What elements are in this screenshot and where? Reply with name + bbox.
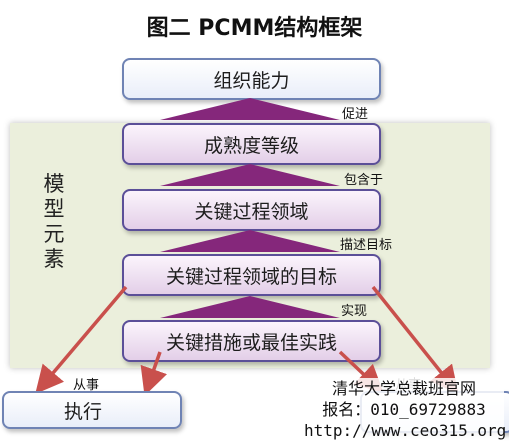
box-key-process-area: 关键过程领域 xyxy=(122,189,381,231)
relation-implement: 实现 xyxy=(341,304,368,319)
diagram-title: 图二 PCMM结构框架 xyxy=(146,16,363,41)
box-key-practices: 关键措施或最佳实践 xyxy=(122,320,381,362)
watermark-line: 报名：010_69729883 xyxy=(304,399,504,420)
box-kpa-goals: 关键过程领域的目标 xyxy=(122,254,381,296)
arrow-goals-to-right xyxy=(371,285,459,395)
arrow-practices-to-execute xyxy=(140,351,168,396)
relation-describe-goals: 描述目标 xyxy=(340,238,393,253)
model-elements-label: 模 型 元 素 xyxy=(41,172,67,272)
connector-triangle xyxy=(160,164,340,186)
relation-engage-left: 从事 xyxy=(73,378,100,393)
model-label-char: 素 xyxy=(43,247,65,271)
relation-contain: 包含于 xyxy=(344,173,384,188)
relation-promote: 促进 xyxy=(342,107,369,122)
arrow-goals-to-execute xyxy=(35,285,128,395)
watermark-line: 清华大学总裁班官网 xyxy=(304,378,504,399)
watermark: 清华大学总裁班官网 报名：010_69729883 http://www.ceo… xyxy=(304,378,507,441)
box-execute: 执行 xyxy=(2,391,182,429)
connector-triangle xyxy=(160,296,340,318)
box-maturity-level: 成熟度等级 xyxy=(122,123,381,165)
connector-triangle xyxy=(160,98,340,120)
model-label-char: 元 xyxy=(43,222,65,246)
model-label-char: 型 xyxy=(43,197,65,221)
model-label-char: 模 xyxy=(43,172,65,196)
watermark-line: http://www.ceo315.org xyxy=(304,420,507,441)
connector-triangle xyxy=(160,230,340,252)
